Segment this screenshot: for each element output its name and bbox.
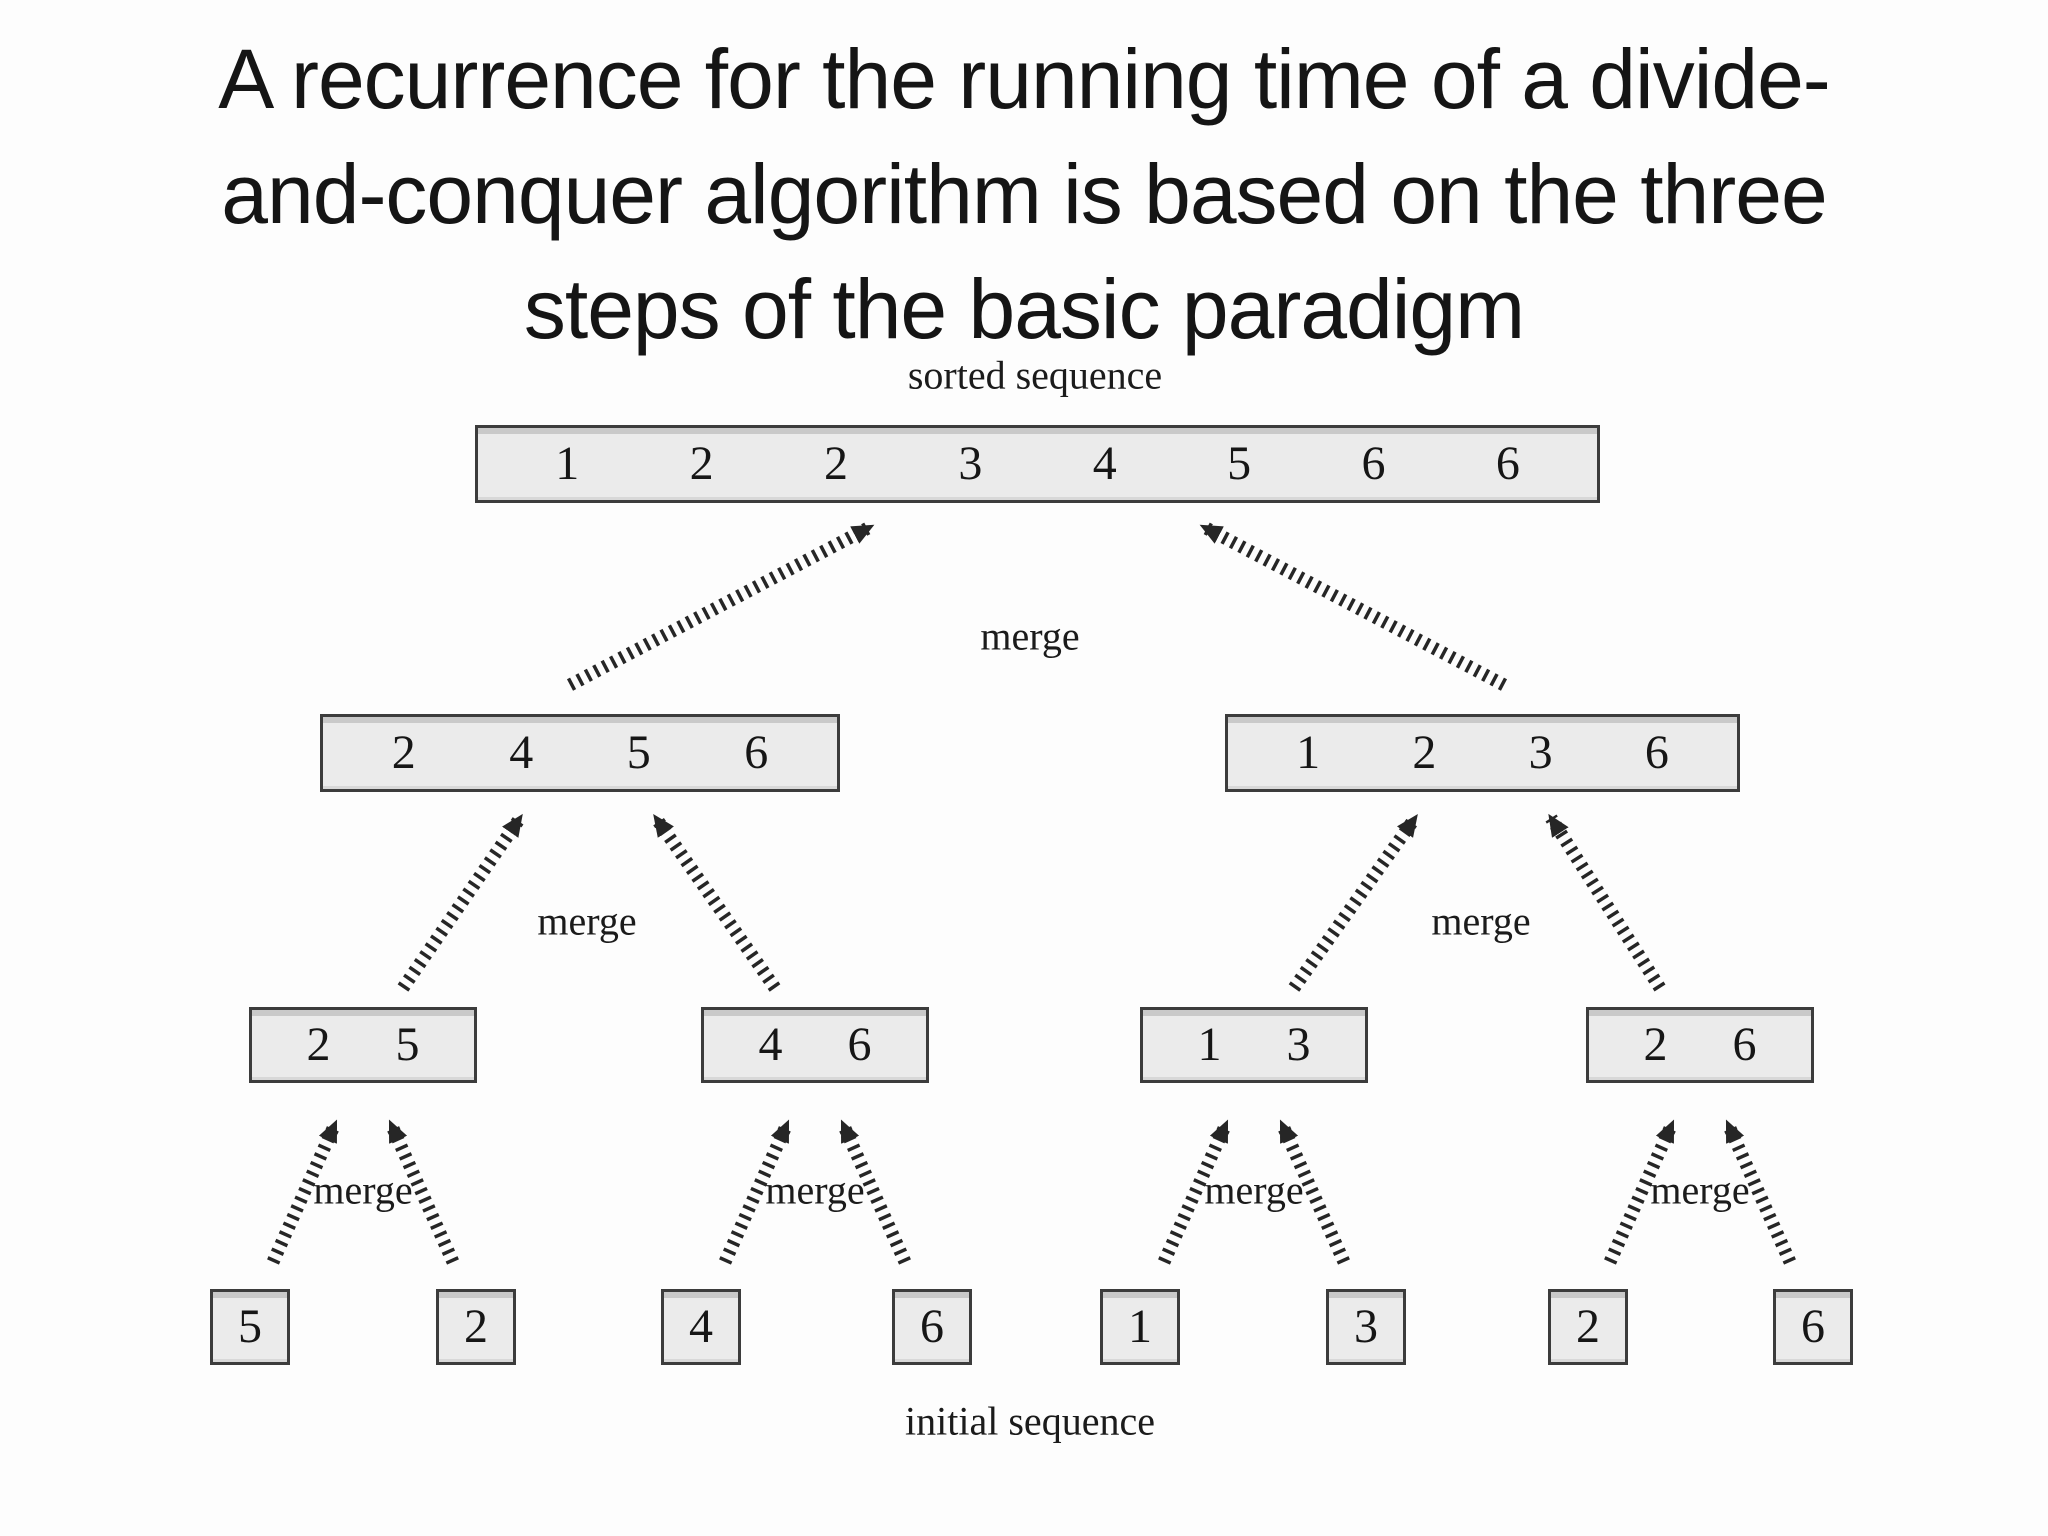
- sequence-cell: 2: [823, 437, 848, 490]
- initial-box-5: 1: [1100, 1289, 1180, 1365]
- sequence-cell: 4: [758, 1018, 783, 1071]
- merge-arrow: [837, 1119, 911, 1265]
- slide-title: A recurrence for the running time of a d…: [0, 22, 2048, 367]
- merge-arrow: [1158, 1119, 1232, 1265]
- sequence-cell: 6: [1801, 1300, 1825, 1353]
- sequence-cell: 2: [464, 1300, 488, 1353]
- merge-arrow: [1288, 813, 1421, 992]
- sequence-cell: 4: [509, 726, 534, 779]
- sequence-cell: 3: [1286, 1018, 1311, 1071]
- sequence-cell: 5: [395, 1018, 420, 1071]
- merge-label-bottom-2: merge: [765, 1167, 865, 1213]
- initial-box-6: 3: [1326, 1289, 1406, 1365]
- sorted-sequence-label: sorted sequence: [907, 352, 1163, 398]
- initial-box-2: 2: [436, 1289, 516, 1365]
- merge-label-bottom-1: merge: [313, 1167, 413, 1213]
- merge-arrow: [719, 1119, 793, 1265]
- level2-box-left: 2 4 5 6: [320, 714, 840, 792]
- merge-arrow: [566, 521, 875, 691]
- level3-box-2: 4 6: [701, 1007, 929, 1083]
- merge-arrow: [1276, 1119, 1350, 1265]
- sequence-cell: 5: [626, 726, 651, 779]
- level3-box-1: 2 5: [249, 1007, 477, 1083]
- merge-arrow: [1199, 521, 1508, 691]
- initial-box-4: 6: [892, 1289, 972, 1365]
- sequence-cell: 2: [1576, 1300, 1600, 1353]
- sequence-cell: 1: [1197, 1018, 1222, 1071]
- sequence-cell: 6: [1361, 437, 1386, 490]
- level3-box-3: 1 3: [1140, 1007, 1368, 1083]
- sequence-cell: 3: [958, 437, 983, 490]
- sequence-cell: 4: [1092, 437, 1117, 490]
- sequence-cell: 6: [847, 1018, 872, 1071]
- sequence-cell: 3: [1354, 1300, 1378, 1353]
- level3-box-4: 2 6: [1586, 1007, 1814, 1083]
- sequence-cell: 2: [689, 437, 714, 490]
- merge-arrow: [650, 813, 781, 992]
- merge-label-bottom-3: merge: [1204, 1167, 1304, 1213]
- sequence-cell: 5: [238, 1300, 262, 1353]
- initial-sequence-label: initial sequence: [905, 1398, 1155, 1444]
- sequence-cell: 6: [1495, 437, 1520, 490]
- title-line-2: and-conquer algorithm is based on the th…: [221, 147, 1827, 241]
- initial-box-3: 4: [661, 1289, 741, 1365]
- merge-label-mid-left: merge: [537, 898, 637, 944]
- merge-label-mid-right: merge: [1431, 898, 1531, 944]
- sorted-sequence-box: 1 2 2 3 4 5 6 6: [475, 425, 1600, 503]
- sequence-cell: 2: [391, 726, 416, 779]
- merge-label-bottom-4: merge: [1650, 1167, 1750, 1213]
- initial-box-7: 2: [1548, 1289, 1628, 1365]
- sequence-cell: 3: [1528, 726, 1553, 779]
- merge-arrow: [1722, 1119, 1796, 1265]
- sequence-cell: 6: [1644, 726, 1669, 779]
- sequence-cell: 2: [1643, 1018, 1668, 1071]
- sequence-cell: 1: [1296, 726, 1321, 779]
- level2-box-right: 1 2 3 6: [1225, 714, 1740, 792]
- sequence-cell: 6: [1732, 1018, 1757, 1071]
- merge-arrow: [397, 813, 526, 992]
- sequence-cell: 1: [555, 437, 580, 490]
- merge-arrow: [1604, 1119, 1678, 1265]
- title-line-1: A recurrence for the running time of a d…: [218, 32, 1831, 126]
- sequence-cell: 2: [1412, 726, 1437, 779]
- sequence-cell: 5: [1227, 437, 1252, 490]
- merge-arrow: [385, 1119, 459, 1265]
- merge-arrow: [1545, 813, 1666, 992]
- sequence-cell: 4: [689, 1300, 713, 1353]
- sequence-cell: 6: [744, 726, 769, 779]
- sequence-cell: 2: [306, 1018, 331, 1071]
- merge-label-top: merge: [980, 613, 1080, 659]
- initial-box-8: 6: [1773, 1289, 1853, 1365]
- sequence-cell: 6: [920, 1300, 944, 1353]
- sequence-cell: 1: [1128, 1300, 1152, 1353]
- initial-box-1: 5: [210, 1289, 290, 1365]
- merge-arrow: [267, 1119, 341, 1265]
- title-line-3: steps of the basic paradigm: [523, 262, 1525, 356]
